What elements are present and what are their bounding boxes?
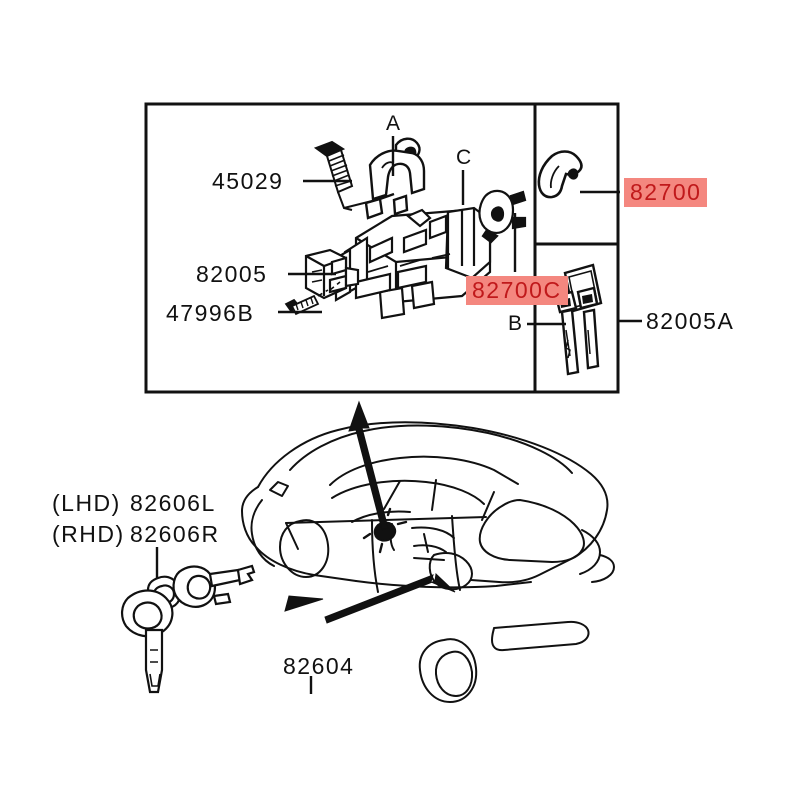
callout-label-82604: 82604 [283,653,355,679]
highlighted-callout-82700: 82700 [624,178,708,208]
callout-label-82606l: 82606L [130,490,216,516]
leader-lines [155,136,642,694]
detail-box-divider [533,104,617,392]
letter-marker-b: B [508,312,523,335]
letter-marker-c: C [456,146,472,169]
callout-label-45029: 45029 [212,168,284,194]
key-set-B-artwork [554,263,603,376]
callout-label-82606r: 82606R [130,521,220,547]
callout-label-82005: 82005 [196,261,268,287]
drive-side-label-lhd: (LHD) [52,490,121,516]
letter-marker-a: A [386,112,401,135]
ignition-lock-body-artwork [334,206,492,320]
bracket-A-artwork [364,137,426,220]
callout-label-82005a: 82005A [646,308,735,334]
drive-side-label-rhd: (RHD) [52,521,125,547]
highlighted-callout-82700c: 82700C [466,276,568,306]
callout-label-47996b: 47996B [166,300,255,326]
callout-arrow-up [348,400,389,531]
key-with-fob-82606-artwork [121,564,256,694]
immobilizer-ring-C-artwork [478,189,527,244]
screw-47996B-artwork [284,281,341,316]
key-head-82700-artwork [537,150,583,199]
callout-arrow-left [284,572,456,624]
detail-box-frame [144,102,620,394]
